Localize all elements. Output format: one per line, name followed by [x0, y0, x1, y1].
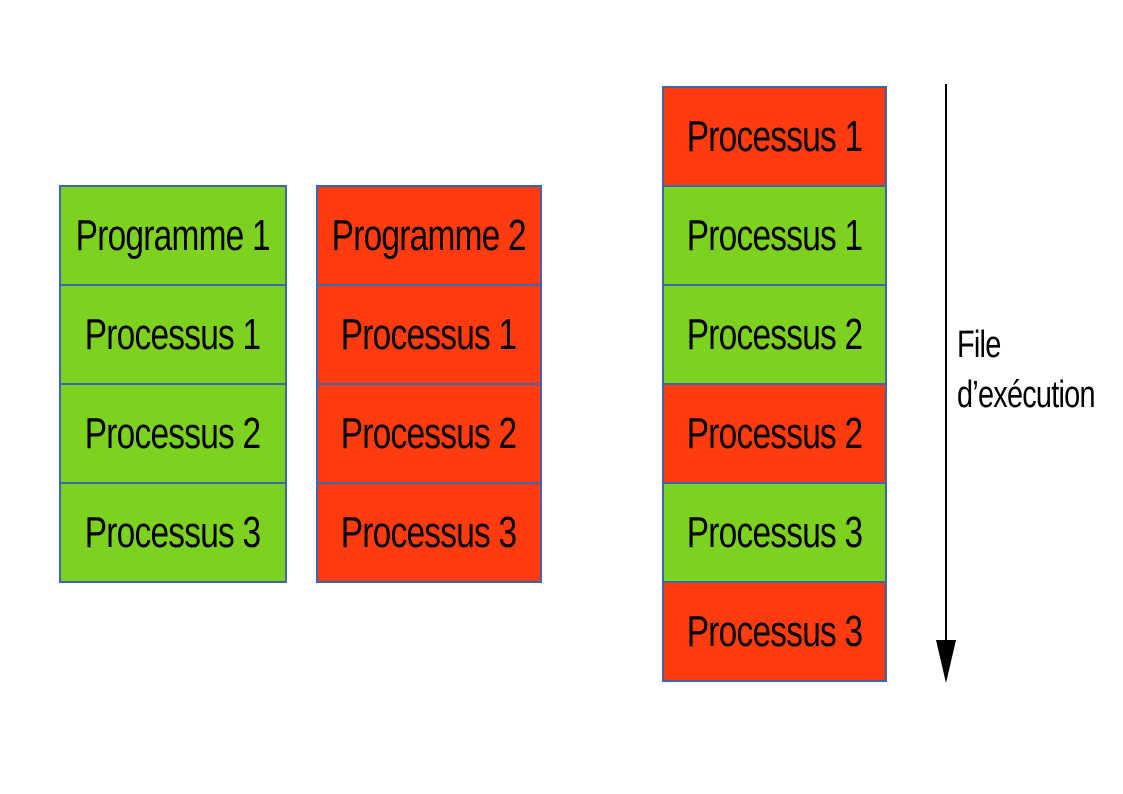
queue-cell-2-label: Processus 1 — [686, 210, 863, 260]
queue-cell-4-label: Processus 2 — [686, 408, 863, 458]
program2-header-label: Programme 2 — [331, 210, 527, 260]
program2-process1-label: Processus 1 — [341, 309, 517, 359]
program1-process3-cell: Processus 3 — [61, 482, 285, 581]
queue-cell-3: Processus 2 — [664, 284, 885, 383]
queue-cell-2: Processus 1 — [664, 185, 885, 284]
execution-queue-label-line2: d’exécution — [957, 374, 1096, 416]
queue-cell-3-label: Processus 2 — [686, 309, 863, 359]
program2-process2-label: Processus 2 — [341, 408, 517, 458]
program1-process3-label: Processus 3 — [85, 507, 261, 557]
queue-cell-5: Processus 3 — [664, 482, 885, 581]
queue-cell-5-label: Processus 3 — [686, 507, 863, 557]
program2-process3-label: Processus 3 — [341, 507, 517, 557]
arrow-head-icon — [936, 640, 956, 683]
program2-header-cell: Programme 2 — [318, 187, 540, 284]
arrow-line — [945, 84, 947, 642]
program1-process1-cell: Processus 1 — [61, 284, 285, 383]
program1-process2-label: Processus 2 — [85, 408, 261, 458]
program1-process2-cell: Processus 2 — [61, 383, 285, 482]
program1-column: Programme 1 Processus 1 Processus 2 Proc… — [59, 185, 287, 583]
queue-cell-1: Processus 1 — [664, 88, 885, 185]
program1-process1-label: Processus 1 — [85, 309, 261, 359]
program2-process1-cell: Processus 1 — [318, 284, 540, 383]
execution-queue-column: Processus 1 Processus 1 Processus 2 Proc… — [662, 86, 887, 682]
program2-process2-cell: Processus 2 — [318, 383, 540, 482]
queue-cell-4: Processus 2 — [664, 383, 885, 482]
program2-process3-cell: Processus 3 — [318, 482, 540, 581]
execution-queue-label: File d’exécution — [957, 320, 1123, 420]
program1-header-label: Programme 1 — [75, 210, 271, 260]
program1-header-cell: Programme 1 — [61, 187, 285, 284]
queue-cell-6: Processus 3 — [664, 581, 885, 680]
program2-column: Programme 2 Processus 1 Processus 2 Proc… — [316, 185, 542, 583]
queue-cell-1-label: Processus 1 — [686, 111, 863, 161]
execution-queue-label-line1: File — [957, 324, 1001, 366]
queue-cell-6-label: Processus 3 — [686, 606, 863, 656]
